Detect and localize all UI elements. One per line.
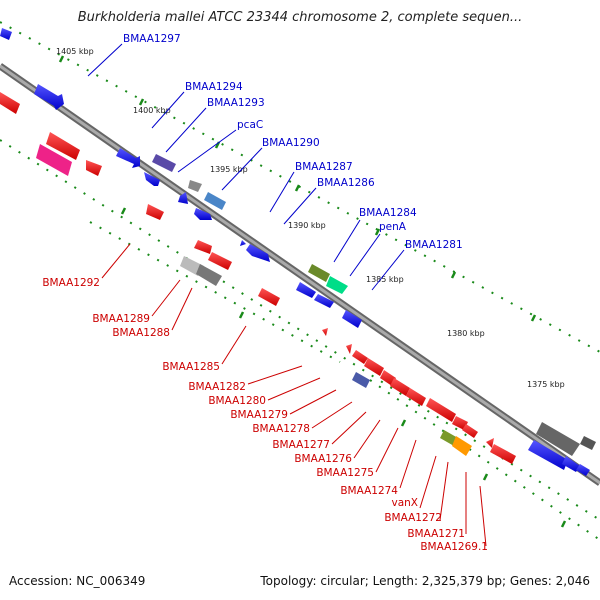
gene-reverse bbox=[0, 92, 20, 114]
gene-reverse bbox=[86, 160, 102, 176]
gene-forward bbox=[152, 154, 176, 172]
gene-forward bbox=[246, 244, 270, 262]
gene-reverse bbox=[486, 438, 494, 448]
gene-label: BMAA1272 bbox=[384, 512, 442, 524]
gene-forward bbox=[576, 464, 590, 476]
gene-label: BMAA1297 bbox=[123, 33, 181, 45]
gene-label: BMAA1284 bbox=[359, 207, 417, 219]
gene-label: BMAA1271 bbox=[407, 528, 465, 540]
gene-label: penA bbox=[379, 221, 407, 233]
map-title: Burkholderia mallei ATCC 23344 chromosom… bbox=[77, 10, 523, 25]
gene-reverse bbox=[196, 264, 222, 286]
reverse-gene-labels: BMAA1292 BMAA1289 BMAA1288 BMAA1285 BMAA… bbox=[42, 277, 488, 553]
gene-forward bbox=[194, 208, 212, 220]
gene-forward bbox=[144, 172, 160, 186]
tick-label: 1400 kbp bbox=[133, 106, 171, 115]
gene-label: BMAA1280 bbox=[208, 395, 266, 407]
gene-reverse bbox=[390, 378, 410, 396]
gene-label: BMAA1275 bbox=[316, 467, 374, 479]
gene-label: BMAA1293 bbox=[207, 97, 265, 109]
forward-leader-lines bbox=[87, 43, 405, 291]
gene-reverse bbox=[146, 204, 164, 220]
gene-forward bbox=[308, 264, 330, 282]
gene-reverse bbox=[462, 424, 478, 438]
tick-label: 1405 kbp bbox=[56, 47, 94, 56]
gene-reverse bbox=[194, 240, 212, 254]
gene-reverse bbox=[490, 444, 516, 464]
gene-forward bbox=[204, 192, 226, 210]
tick-label: 1380 kbp bbox=[447, 329, 485, 338]
accession-text: Accession: NC_006349 bbox=[9, 574, 146, 588]
gene-label: BMAA1285 bbox=[162, 361, 220, 373]
gene-label: BMAA1274 bbox=[340, 485, 398, 497]
gene-label: BMAA1278 bbox=[252, 423, 310, 435]
tick-label: 1390 kbp bbox=[288, 221, 326, 230]
gene-label: BMAA1286 bbox=[317, 177, 375, 189]
gene-label: BMAA1276 bbox=[294, 453, 352, 465]
gene-reverse bbox=[452, 436, 472, 456]
gene-forward bbox=[34, 84, 64, 110]
gene-label: BMAA1290 bbox=[262, 137, 320, 149]
tick-label: 1395 kbp bbox=[210, 165, 248, 174]
gene-label: pcaC bbox=[237, 119, 263, 131]
gene-label: BMAA1279 bbox=[230, 409, 288, 421]
gene-forward bbox=[178, 192, 188, 204]
gene-forward bbox=[562, 456, 580, 472]
gene-forward bbox=[240, 240, 246, 246]
gene-label: BMAA1289 bbox=[92, 313, 150, 325]
reverse-genes[interactable] bbox=[0, 92, 516, 464]
gene-reverse bbox=[322, 328, 328, 336]
gene-reverse bbox=[364, 358, 384, 376]
gene-label: BMAA1287 bbox=[295, 161, 353, 173]
gene-forward bbox=[314, 294, 334, 308]
genome-backbone bbox=[0, 63, 600, 486]
gene-reverse bbox=[208, 252, 232, 270]
gene-label: BMAA1269.1 bbox=[420, 541, 488, 553]
gene-label: BMAA1288 bbox=[112, 327, 170, 339]
gene-forward bbox=[326, 276, 348, 294]
gene-label: BMAA1277 bbox=[272, 439, 330, 451]
gene-label: BMAA1294 bbox=[185, 81, 243, 93]
gene-label: BMAA1282 bbox=[188, 381, 246, 393]
gene-reverse bbox=[406, 388, 426, 406]
gene-forward bbox=[580, 436, 596, 450]
gene-reverse bbox=[352, 372, 370, 388]
topology-summary: Topology: circular; Length: 2,325,379 bp… bbox=[260, 574, 590, 588]
reverse-leader-lines bbox=[101, 243, 487, 547]
tick-dot-lines bbox=[0, 21, 600, 541]
gene-label: BMAA1281 bbox=[405, 239, 463, 251]
gene-reverse bbox=[346, 344, 352, 354]
gene-forward bbox=[342, 310, 362, 328]
gene-reverse bbox=[440, 430, 458, 446]
gene-forward bbox=[188, 180, 202, 192]
gene-reverse bbox=[426, 398, 456, 422]
gene-forward bbox=[296, 282, 316, 298]
gene-reverse bbox=[452, 416, 468, 430]
gene-forward bbox=[528, 440, 568, 470]
gene-forward bbox=[536, 422, 580, 456]
gene-reverse bbox=[36, 144, 72, 176]
tick-label: 1385 kbp bbox=[366, 275, 404, 284]
forward-gene-labels: BMAA1297 BMAA1294 BMAA1293 pcaC BMAA1290… bbox=[123, 33, 463, 251]
gene-forward bbox=[116, 148, 140, 168]
gene-reverse bbox=[258, 288, 280, 306]
gene-label: BMAA1292 bbox=[42, 277, 100, 289]
gene-reverse bbox=[352, 350, 368, 364]
gene-label: vanX bbox=[392, 497, 419, 509]
gene-forward bbox=[0, 28, 12, 40]
tick-label: 1375 kbp bbox=[527, 380, 565, 389]
gene-reverse bbox=[46, 132, 80, 160]
forward-genes[interactable] bbox=[0, 28, 596, 476]
scale-tick-labels: 1405 kbp 1400 kbp 1395 kbp 1390 kbp 1385… bbox=[56, 47, 565, 389]
